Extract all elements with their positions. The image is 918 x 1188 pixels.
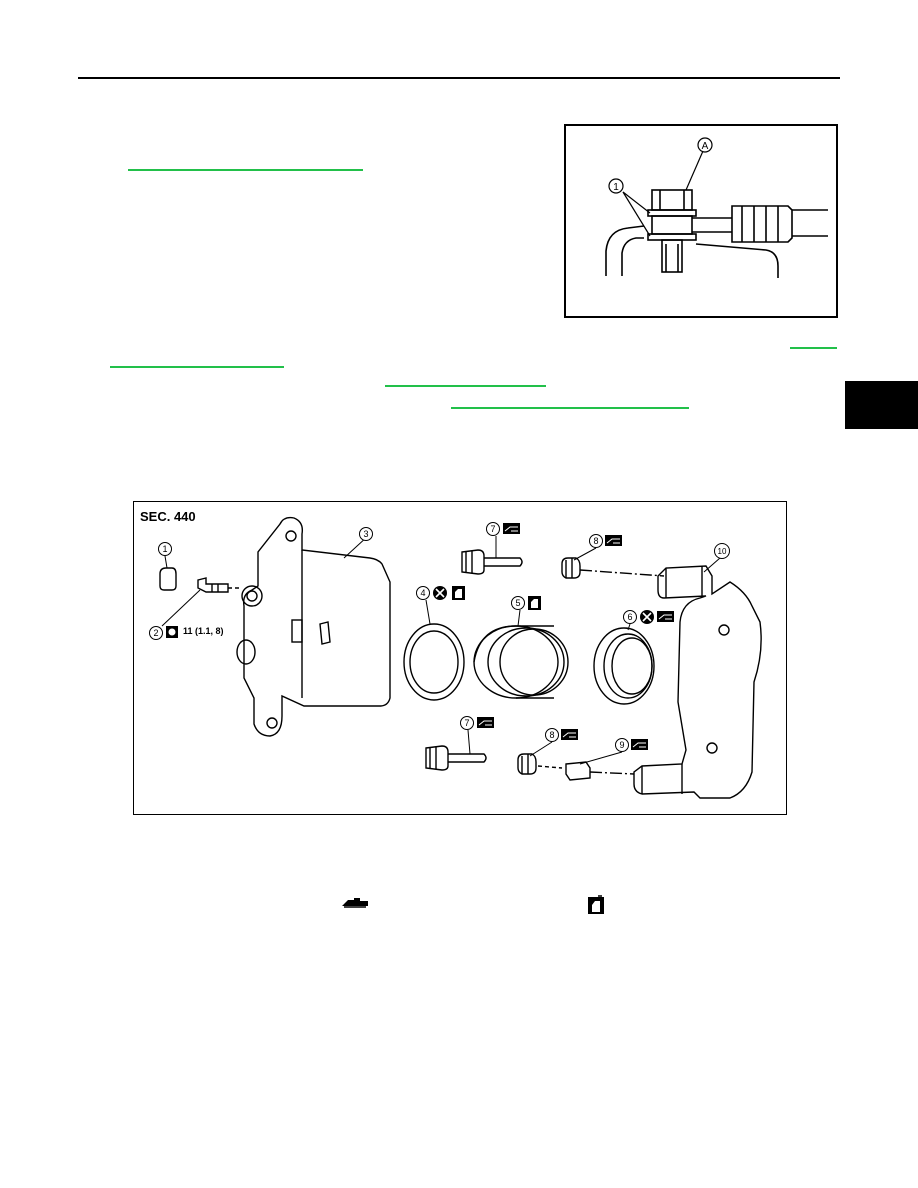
svg-text:6: 6: [627, 612, 632, 622]
callout-1: 1: [608, 178, 624, 194]
callout-2: 2: [149, 626, 163, 640]
grease-icon: [605, 535, 622, 546]
link-underline-1[interactable]: [128, 169, 363, 171]
link-underline-5[interactable]: [451, 407, 689, 409]
svg-text:2: 2: [153, 628, 158, 638]
svg-text:8: 8: [593, 536, 598, 546]
section-number: SEC. 440: [140, 509, 196, 524]
callout-8-lower: 8: [545, 728, 559, 742]
grease-icon: [477, 717, 494, 728]
callout-5: 5: [511, 596, 525, 610]
do-not-reuse-icon: [433, 586, 447, 600]
brake-fluid-icon: [452, 586, 465, 600]
grease-icon: [657, 611, 674, 622]
svg-text:5: 5: [515, 598, 520, 608]
grease-icon: [340, 894, 370, 910]
svg-text:7: 7: [490, 524, 495, 534]
grease-icon: [503, 523, 520, 534]
header-rule: [78, 77, 840, 79]
callout-10: 10: [714, 543, 730, 559]
svg-text:7: 7: [464, 718, 469, 728]
union-bolt-drawing: A 1: [605, 137, 828, 278]
torque-wrench-icon: [166, 626, 178, 638]
section-tab[interactable]: [845, 381, 918, 429]
link-underline-4[interactable]: [385, 385, 546, 387]
callout-6: 6: [623, 610, 637, 624]
callout-4: 4: [416, 586, 430, 600]
rubber-grease-icon: [588, 895, 604, 914]
link-underline-3[interactable]: [110, 366, 284, 368]
svg-text:A: A: [702, 141, 709, 152]
do-not-reuse-icon: [640, 610, 654, 624]
callout-1: 1: [158, 542, 172, 556]
svg-text:10: 10: [718, 547, 727, 556]
svg-text:1: 1: [613, 182, 619, 193]
callout-A: A: [697, 137, 713, 153]
callout-8-upper: 8: [589, 534, 603, 548]
svg-text:9: 9: [619, 740, 624, 750]
svg-text:4: 4: [420, 588, 425, 598]
torque-spec: 11 (1.1, 8): [183, 626, 224, 636]
caliper-drawing: 1 2 3 4 5 6 7: [149, 516, 762, 799]
callout-7-lower: 7: [460, 716, 474, 730]
callout-7-upper: 7: [486, 522, 500, 536]
callout-3: 3: [359, 527, 373, 541]
svg-text:3: 3: [363, 529, 368, 539]
svg-text:8: 8: [549, 730, 554, 740]
svg-text:1: 1: [162, 544, 167, 554]
brake-fluid-icon: [528, 596, 541, 610]
callout-9: 9: [615, 738, 629, 752]
link-underline-2[interactable]: [790, 347, 837, 349]
grease-icon: [631, 739, 648, 750]
union-bolt-figure: A 1: [564, 124, 838, 318]
caliper-exploded-view: SEC. 440 11 (1.1, 8): [133, 501, 787, 815]
grease-icon: [561, 729, 578, 740]
